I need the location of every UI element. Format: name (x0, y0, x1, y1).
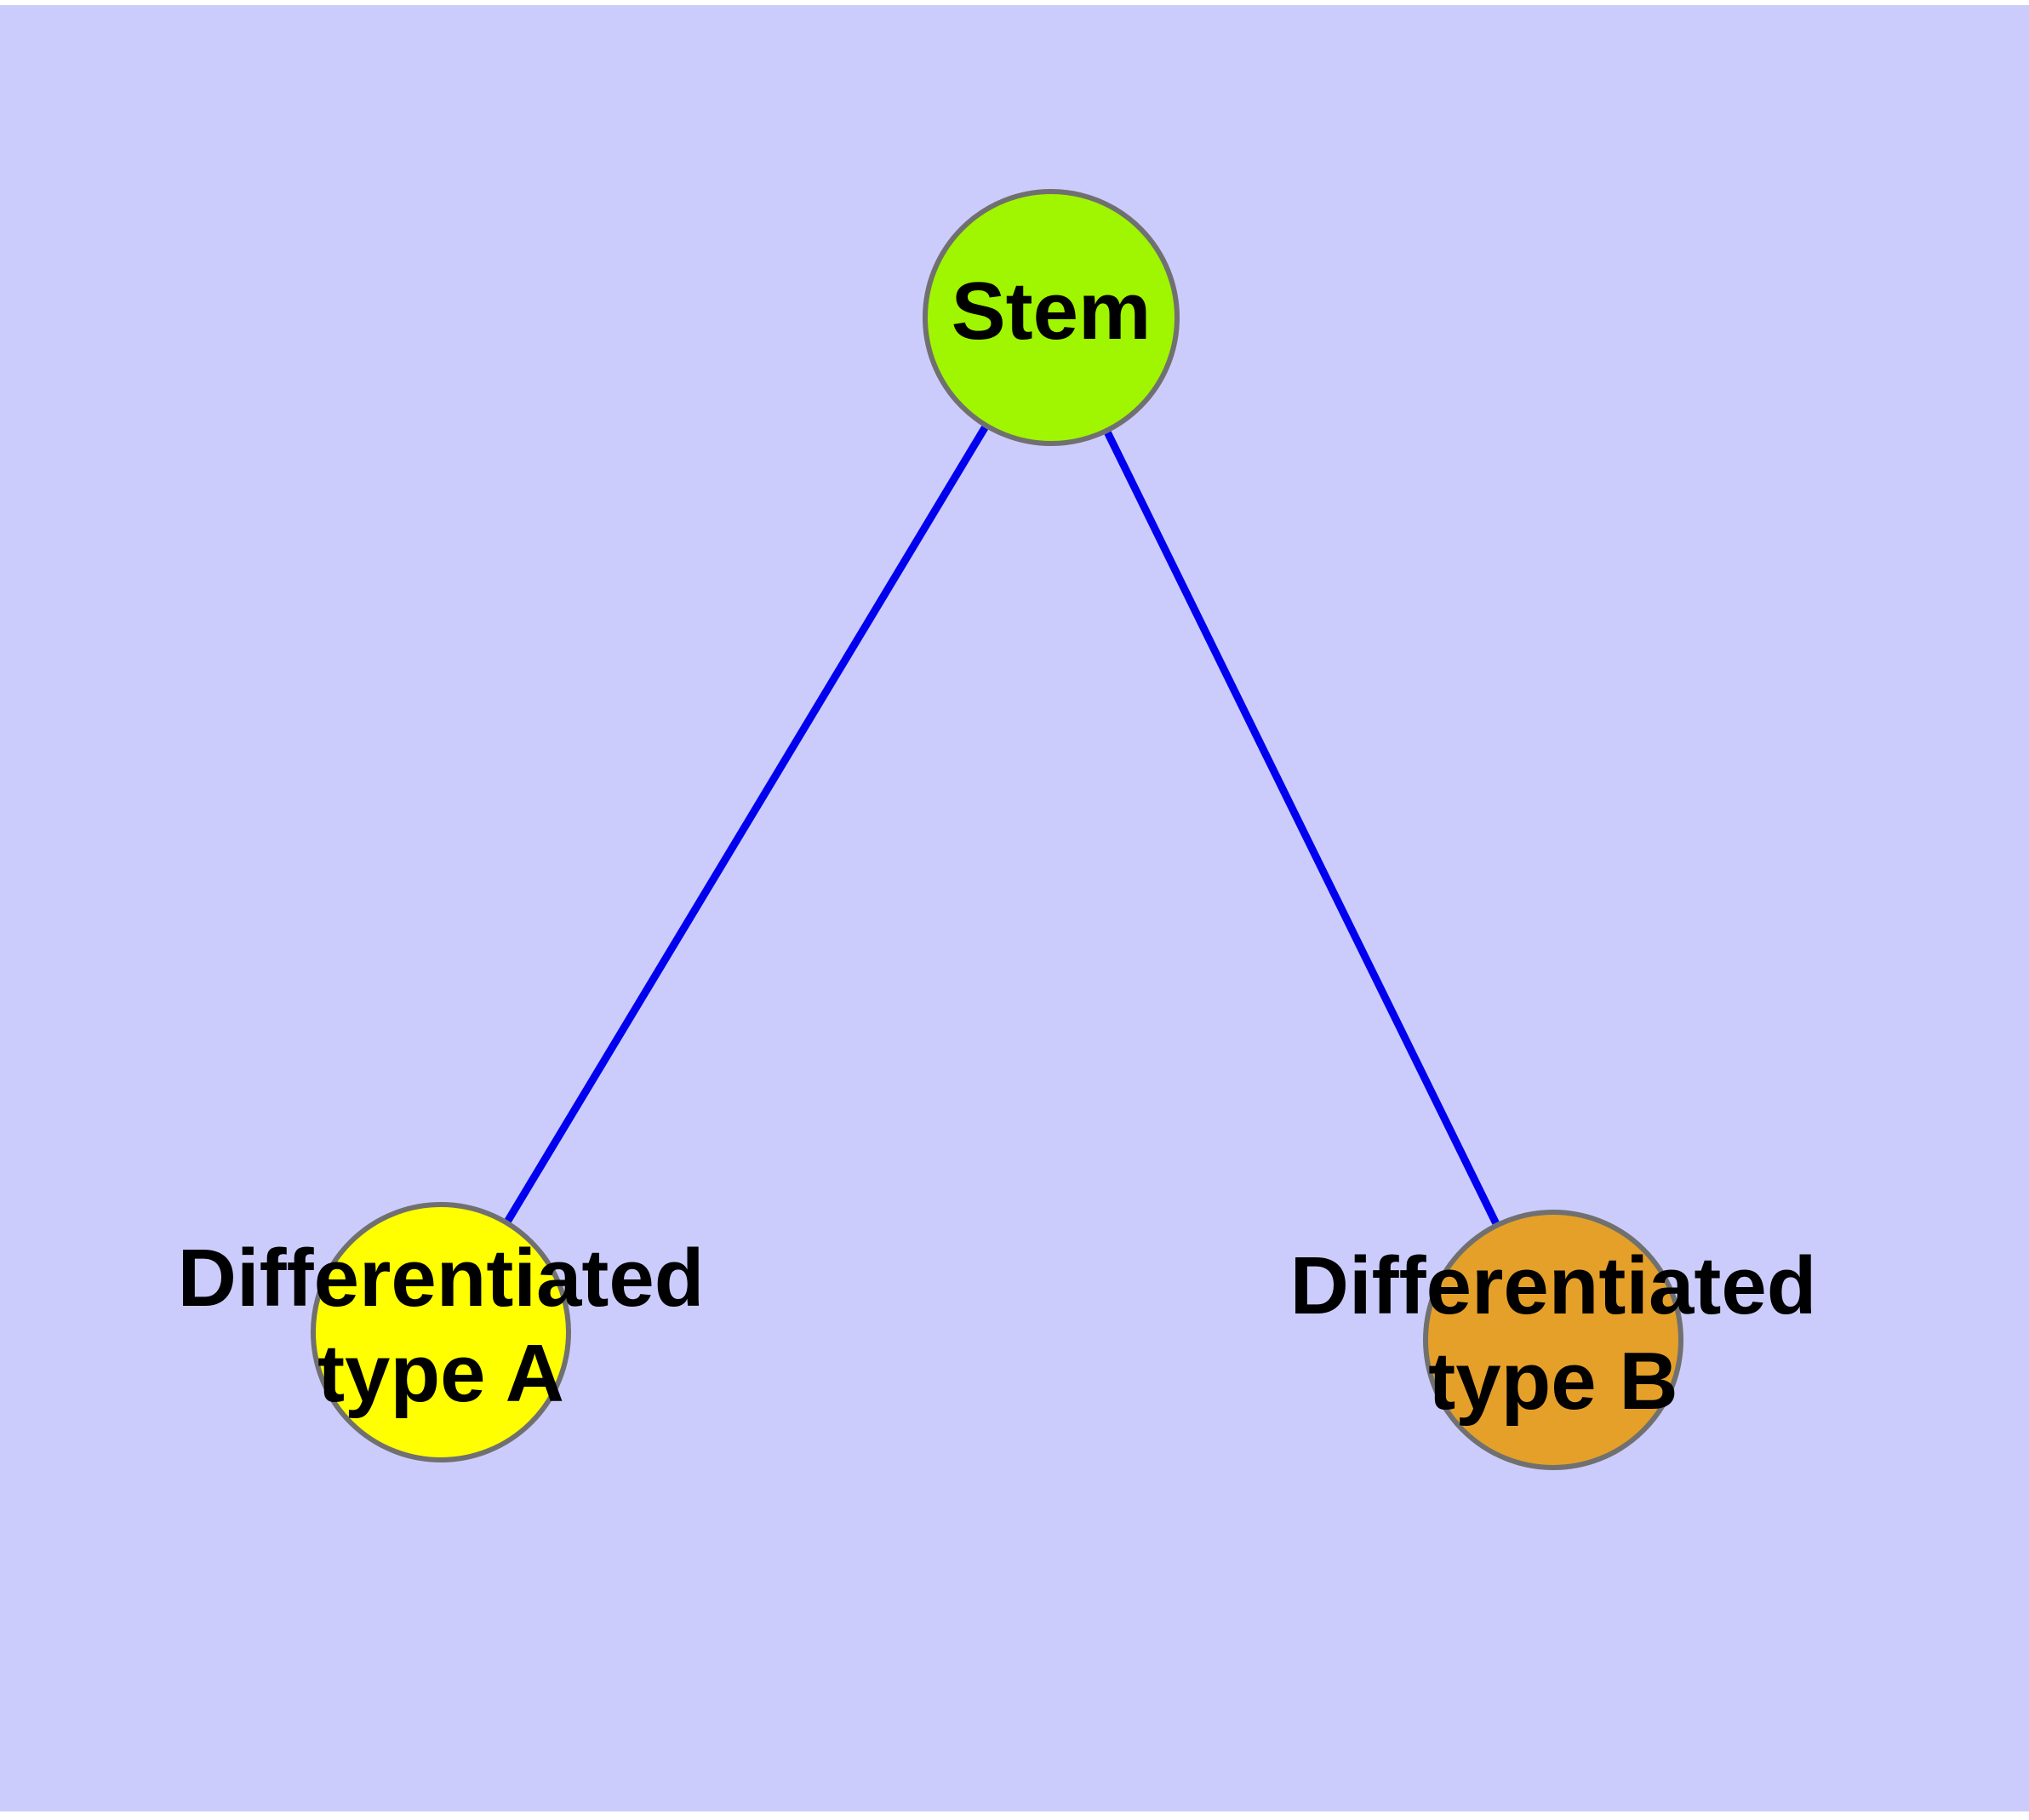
node-label-line: type A (317, 1329, 564, 1420)
node-label-line: type B (1428, 1336, 1677, 1428)
node-label-line: Stem (952, 266, 1152, 357)
node-circle-stem[interactable] (923, 189, 1180, 446)
node-label-line: Differentiated (1290, 1240, 1817, 1331)
graph-edge-stem-to-diff_a (505, 426, 989, 1223)
graph-edge-stem-to-diff_b (1104, 431, 1500, 1225)
graph-node-stem[interactable]: Stem (923, 189, 1180, 446)
node-circle-diff_a[interactable] (311, 1202, 571, 1462)
node-circle-diff_b[interactable] (1423, 1210, 1683, 1470)
node-label-line: Differentiated (178, 1233, 705, 1324)
node-label-stem: Stem (952, 266, 1152, 357)
edge-layer (505, 426, 1500, 1225)
